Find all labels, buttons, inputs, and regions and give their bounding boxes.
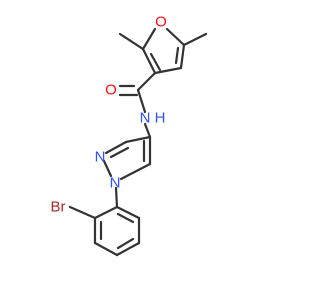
bond-pyr-n2-n1 <box>102 159 113 178</box>
bond-methyl-c2 <box>118 32 145 51</box>
bond-furan-c4-c5 <box>179 43 186 70</box>
bond-pyr-c4-c3 <box>124 135 152 144</box>
bond-pyr-c3-n2 <box>104 140 128 155</box>
atom-nitrogen-pyrazole-2: N <box>95 149 106 166</box>
bond-ph-4-5 <box>115 241 141 257</box>
bond-furan-c5-o <box>165 27 186 47</box>
bond-pyr-c3-n2-inner <box>109 146 130 159</box>
atom-oxygen-carbonyl: O <box>105 82 117 99</box>
atom-label-layer: O O N H N N Br <box>51 14 167 216</box>
atom-hydrogen-amide: H <box>155 110 166 127</box>
bond-nh-c4-pyrazole <box>143 122 152 139</box>
atom-oxygen-furan: O <box>155 14 167 31</box>
atom-nitrogen-amide: N <box>140 110 151 127</box>
bond-furan-o-c2 <box>141 27 157 51</box>
bond-ph-6-1-inner <box>116 212 135 224</box>
bond-ph-4-5-inner <box>116 237 135 250</box>
bond-pyr-n1-c5 <box>119 162 152 181</box>
bond-ph-6-1 <box>115 205 141 220</box>
bond-n1-phenyl <box>114 186 119 209</box>
atom-bromine: Br <box>51 199 66 216</box>
bond-ph-3-4 <box>93 241 119 257</box>
bond-furan-c2-c3-inner <box>149 52 162 72</box>
bond-furan-c2-c3 <box>141 47 157 75</box>
bond-layer <box>68 27 208 257</box>
bond-carbonyl-nh <box>136 88 147 114</box>
bond-methyl-c5 <box>182 32 208 47</box>
bond-furan-c4-c5-inner <box>174 46 180 65</box>
bond-c3-carbonyl <box>136 71 157 92</box>
bond-furan-c3-c4 <box>153 66 183 75</box>
atom-nitrogen-pyrazole-1: N <box>110 175 121 192</box>
bond-ph-1-2 <box>93 205 119 220</box>
molecule-structure: O O N H N N Br <box>50 13 208 257</box>
bond-ph-br <box>68 205 97 220</box>
